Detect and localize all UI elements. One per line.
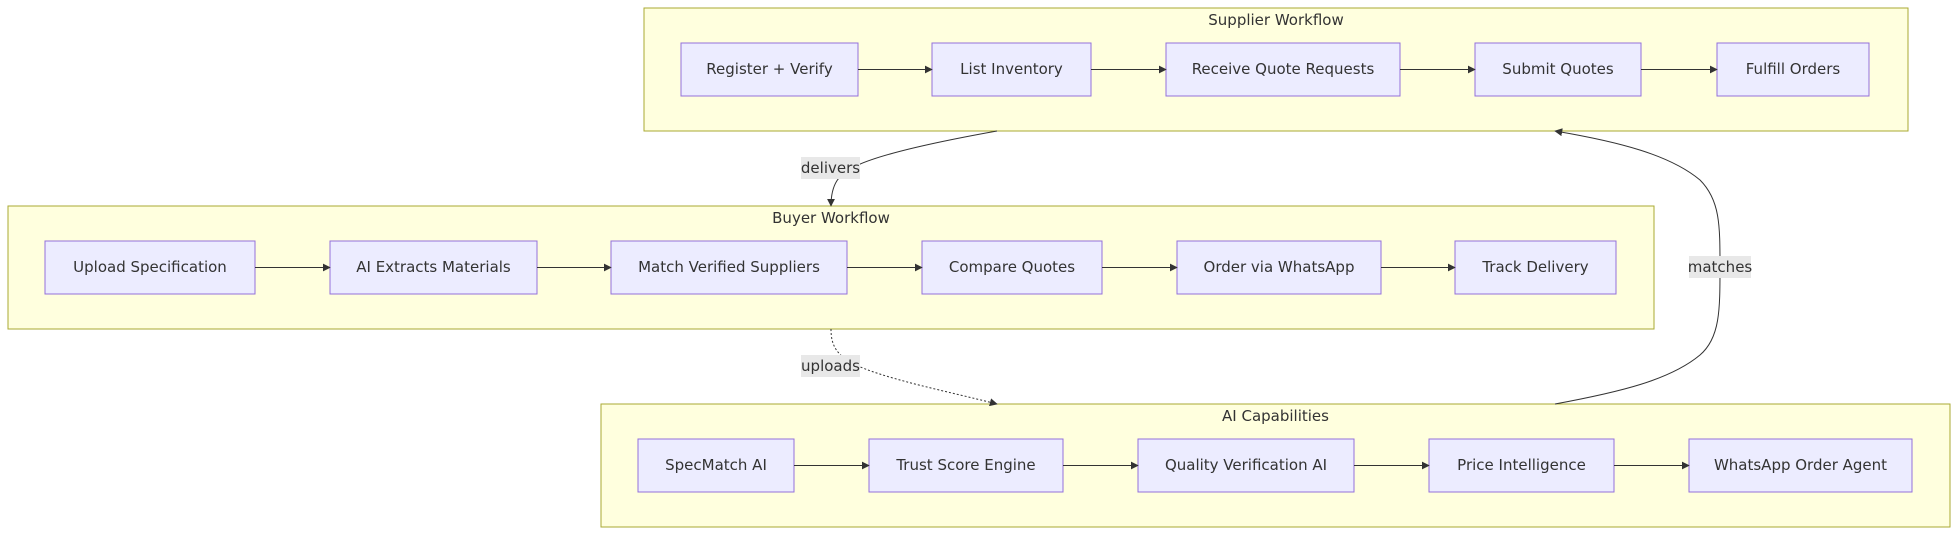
node-fulfill-orders[interactable]: Fulfill Orders bbox=[1716, 42, 1870, 97]
node-label: Track Delivery bbox=[1481, 258, 1588, 276]
node-trust-score-engine[interactable]: Trust Score Engine bbox=[868, 438, 1064, 493]
node-track-delivery[interactable]: Track Delivery bbox=[1454, 240, 1617, 295]
edge-supplier-to-buyer bbox=[827, 130, 998, 207]
node-ai-extracts-materials[interactable]: AI Extracts Materials bbox=[329, 240, 538, 295]
cluster-buyer-workflow: Buyer Workflow Upload Specification AI E… bbox=[7, 205, 1655, 330]
node-label: List Inventory bbox=[960, 60, 1063, 78]
node-compare-quotes[interactable]: Compare Quotes bbox=[921, 240, 1103, 295]
node-label: Fulfill Orders bbox=[1746, 60, 1841, 78]
node-label: AI Extracts Materials bbox=[356, 258, 511, 276]
node-list-inventory[interactable]: List Inventory bbox=[931, 42, 1092, 97]
edge-delivers: delivers bbox=[801, 130, 998, 207]
node-label: Upload Specification bbox=[73, 258, 227, 276]
edge-label-bg bbox=[801, 355, 860, 377]
node-whatsapp-order-agent[interactable]: WhatsApp Order Agent bbox=[1688, 438, 1913, 493]
node-register-verify[interactable]: Register + Verify bbox=[680, 42, 859, 97]
edge-label-matches: matches bbox=[1688, 258, 1753, 276]
node-submit-quotes[interactable]: Submit Quotes bbox=[1474, 42, 1642, 97]
cluster-supplier-workflow: Supplier Workflow Register + Verify List… bbox=[643, 7, 1909, 132]
cluster-buyer-title: Buyer Workflow bbox=[772, 209, 890, 227]
edge-buyer-to-ai bbox=[830, 328, 998, 407]
node-label: Price Intelligence bbox=[1457, 456, 1586, 474]
node-label: Trust Score Engine bbox=[895, 456, 1035, 474]
node-label: Quality Verification AI bbox=[1165, 456, 1327, 474]
cluster-ai-capabilities: AI Capabilities SpecMatch AI Trust Score… bbox=[600, 403, 1951, 528]
node-match-verified-suppliers[interactable]: Match Verified Suppliers bbox=[610, 240, 848, 295]
node-specmatch-ai[interactable]: SpecMatch AI bbox=[637, 438, 795, 493]
node-order-via-whatsapp[interactable]: Order via WhatsApp bbox=[1176, 240, 1382, 295]
node-label: Receive Quote Requests bbox=[1192, 60, 1375, 78]
node-label: Register + Verify bbox=[706, 60, 833, 78]
cluster-supplier-title: Supplier Workflow bbox=[1208, 11, 1343, 29]
node-label: Submit Quotes bbox=[1502, 60, 1614, 78]
edge-label-bg bbox=[1689, 256, 1751, 278]
node-label: Order via WhatsApp bbox=[1204, 258, 1355, 276]
node-label: Compare Quotes bbox=[949, 258, 1075, 276]
cluster-ai-title: AI Capabilities bbox=[1222, 407, 1329, 425]
node-price-intelligence[interactable]: Price Intelligence bbox=[1428, 438, 1615, 493]
node-label: WhatsApp Order Agent bbox=[1714, 456, 1887, 474]
node-receive-quote-requests[interactable]: Receive Quote Requests bbox=[1165, 42, 1401, 97]
edge-uploads: uploads bbox=[801, 328, 998, 407]
edge-label-delivers: delivers bbox=[801, 159, 860, 177]
edge-matches: matches bbox=[1554, 128, 1753, 405]
node-quality-verification-ai[interactable]: Quality Verification AI bbox=[1137, 438, 1355, 493]
node-upload-specification[interactable]: Upload Specification bbox=[44, 240, 256, 295]
edge-label-bg bbox=[801, 157, 860, 179]
node-label: SpecMatch AI bbox=[665, 456, 767, 474]
node-label: Match Verified Suppliers bbox=[638, 258, 820, 276]
edge-label-uploads: uploads bbox=[801, 357, 860, 375]
